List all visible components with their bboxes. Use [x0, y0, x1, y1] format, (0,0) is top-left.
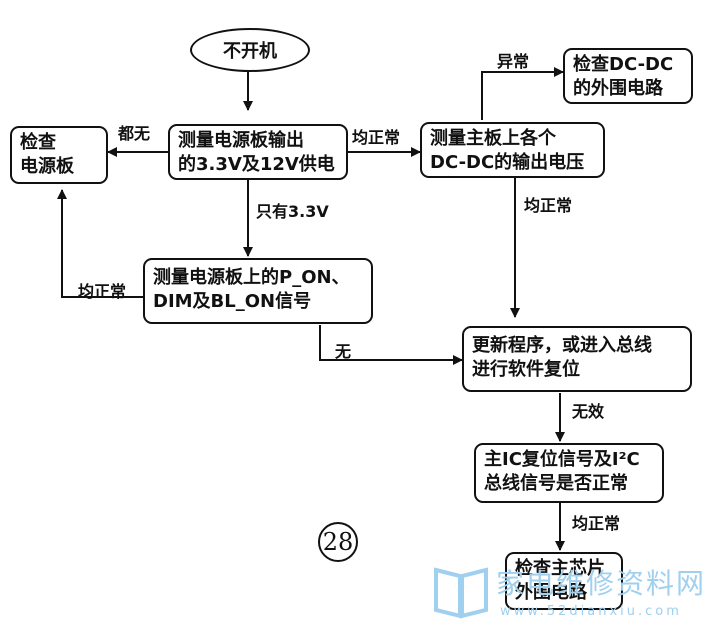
box-text-line: 测量电源板上的P_ON、 [153, 267, 350, 288]
label-all-none: 都无 [118, 124, 151, 143]
box-check-dcdc-periph: 检查DC-DC 的外围电路 [563, 48, 693, 104]
label-only-33v: 只有3.3V [256, 202, 329, 221]
watermark-url: www.52dianxiu.com [500, 604, 682, 619]
box-text-line: 的外围电路 [573, 78, 663, 99]
box-text-line: 测量主板上各个 [430, 128, 556, 149]
label-none: 无 [335, 342, 352, 361]
box-text-line: 总线信号是否正常 [484, 473, 628, 494]
label-all-normal-2: 均正常 [524, 196, 573, 215]
box-text-line: 检查 [20, 132, 56, 153]
figure-number: 28 [318, 522, 358, 562]
watermark-title: 家电维修资料网 [496, 567, 707, 600]
label-invalid: 无效 [572, 402, 605, 421]
arrow-dcdc-to-periph [481, 67, 564, 120]
box-text-line: DC-DC的输出电压 [430, 152, 585, 173]
label-abnormal: 异常 [497, 52, 530, 71]
label-all-normal-3: 均正常 [78, 282, 127, 301]
arrow-signals-to-update [319, 325, 463, 365]
box-check-main-chip: 检查主芯片 外围电路 [505, 552, 623, 610]
box-check-reset: 主IC复位信号及I²C 总线信号是否正常 [474, 443, 664, 503]
box-text-line: 电源板 [20, 156, 74, 177]
watermark-book-icon [434, 567, 488, 619]
box-text-line: 检查DC-DC [573, 54, 674, 75]
box-text-line: 更新程序，或进入总线 [472, 335, 652, 356]
box-text-line: 测量电源板输出 [178, 130, 304, 151]
box-update-program: 更新程序，或进入总线 进行软件复位 [462, 326, 692, 392]
start-node: 不开机 [190, 28, 310, 72]
box-text-line: 外围电路 [515, 582, 587, 603]
box-text-line: 检查主芯片 [515, 558, 605, 579]
box-check-power-board: 检查 电源板 [10, 126, 108, 184]
box-text-line: 主IC复位信号及I²C [484, 449, 640, 470]
arrow-signals-to-check-board [57, 189, 143, 298]
label-all-normal-4: 均正常 [572, 514, 621, 533]
box-measure-dcdc: 测量主板上各个 DC-DC的输出电压 [420, 122, 605, 178]
box-text-line: DIM及BL_ON信号 [153, 291, 312, 312]
box-text-line: 的3.3V及12V供电 [178, 154, 335, 175]
label-all-normal-1: 均正常 [352, 128, 401, 147]
box-measure-signals: 测量电源板上的P_ON、 DIM及BL_ON信号 [143, 258, 373, 324]
box-measure-supply: 测量电源板输出 的3.3V及12V供电 [168, 124, 348, 180]
box-text-line: 进行软件复位 [472, 359, 580, 380]
